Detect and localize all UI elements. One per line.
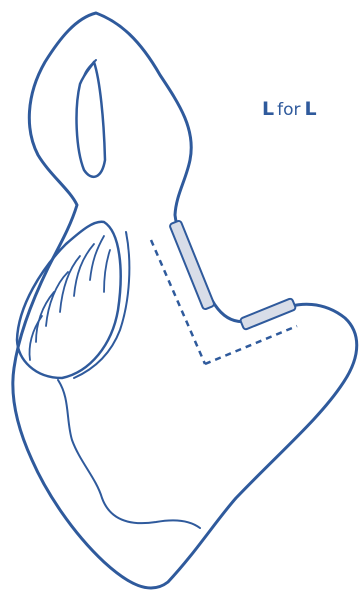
oval-hatching-lines [30,236,111,360]
dashed-horizontal-guide [205,326,297,364]
inner-top-pocket [77,62,105,177]
inner-top-pocket-detail [84,60,96,76]
heading-letter: L [262,98,274,120]
upper-brace-bracket [169,220,215,310]
interior-meander-line [58,380,200,528]
dashed-guide-lines [151,240,297,364]
heading-connector: for [277,100,300,120]
oval-region-inner [74,232,129,378]
heading-word: L [304,98,316,120]
lower-brace-bracket [240,298,296,330]
